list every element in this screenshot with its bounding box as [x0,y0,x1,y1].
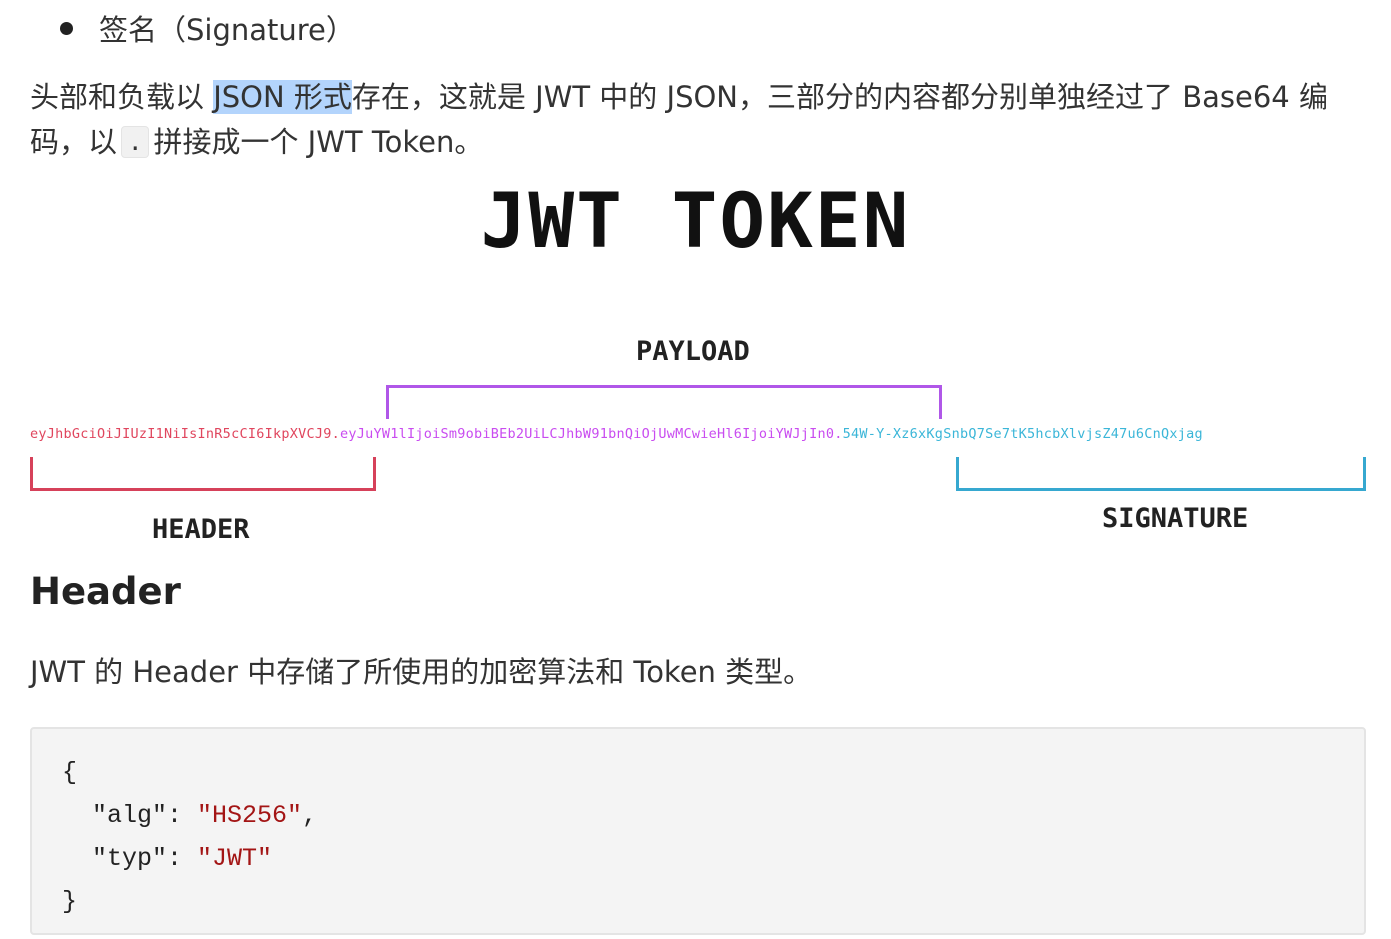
para-text-1: 头部和负载以 [30,80,214,114]
text-selection-highlight[interactable]: JSON 形式 [213,80,352,114]
jwt-token-diagram: JWT TOKEN PAYLOAD eyJhbGciOiJIUzI1NiIsIn… [0,170,1391,550]
code-line-close: } [62,887,78,916]
header-label: HEADER [152,514,250,545]
section-description: JWT 的 Header 中存储了所使用的加密算法和 Token 类型。 [30,655,813,689]
code-line-alg: "alg": "HS256", [62,794,1334,837]
inline-code-dot: . [121,126,150,158]
signature-label: SIGNATURE [1102,503,1249,534]
code-key-alg: "alg": [62,801,198,830]
token-signature-part: 54W-Y-Xz6xKgSnbQ7Se7tK5hcbXlvjsZ47u6CnQx… [842,426,1203,442]
intro-paragraph[interactable]: 头部和负载以 JSON 形式存在，这就是 JWT 中的 JSON，三部分的内容都… [30,75,1360,165]
diagram-title: JWT TOKEN [480,176,911,265]
para-text-3: ase64 编码，以 [30,80,1328,159]
code-value-typ: "JWT" [197,844,273,873]
code-line-typ: "typ": "JWT" [62,837,1334,880]
token-header-part: eyJhbGciOiJIUzI1NiIsInR5cCI6IkpXVCJ9. [30,426,340,442]
para-text-2: 存在，这就是 JWT 中的 JSON，三部分的内容都分别单独经过了 [351,80,1183,114]
signature-bracket [956,457,1366,491]
payload-label: PAYLOAD [636,336,750,367]
para-text-4: 拼接成一个 JWT Token。 [153,125,484,159]
code-line-open: { [62,758,78,787]
token-string: eyJhbGciOiJIUzI1NiIsInR5cCI6IkpXVCJ9.eyJ… [30,426,1370,442]
bullet-text: 签名（Signature） [99,13,355,47]
token-payload-part: eyJuYW1lIjoiSm9obiBEb2UiLCJhbW91bnQiOjUw… [339,426,843,442]
section-heading-header: Header [30,570,181,613]
json-code-block[interactable]: { "alg": "HS256", "typ": "JWT" } [30,727,1366,935]
bullet-item-signature: 签名（Signature） [60,6,355,50]
code-key-typ: "typ": [62,844,198,873]
code-comma: , [302,801,318,830]
payload-bracket [386,385,942,419]
header-bracket [30,457,376,491]
code-value-alg: "HS256" [197,801,303,830]
text-cursor-char: B [1182,80,1203,114]
bullet-dot-icon [60,21,73,35]
